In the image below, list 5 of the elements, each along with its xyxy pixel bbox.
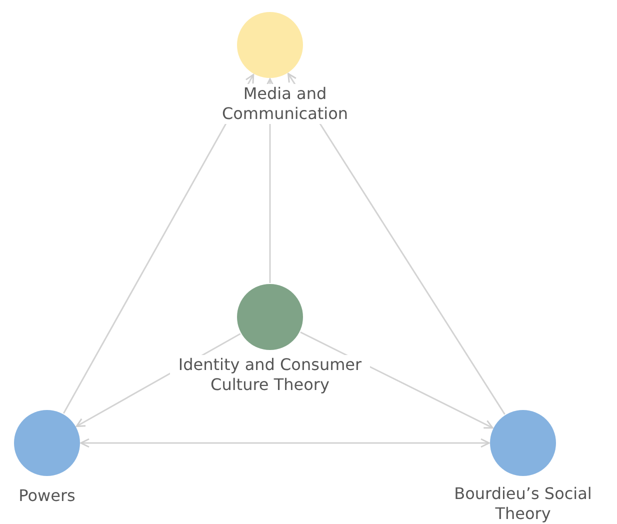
arrow bbox=[62, 74, 254, 414]
arrow bbox=[300, 331, 494, 429]
arrow bbox=[288, 72, 506, 415]
arrow bbox=[80, 438, 490, 448]
node-label: Identity and Consumer Culture Theory bbox=[170, 355, 370, 395]
